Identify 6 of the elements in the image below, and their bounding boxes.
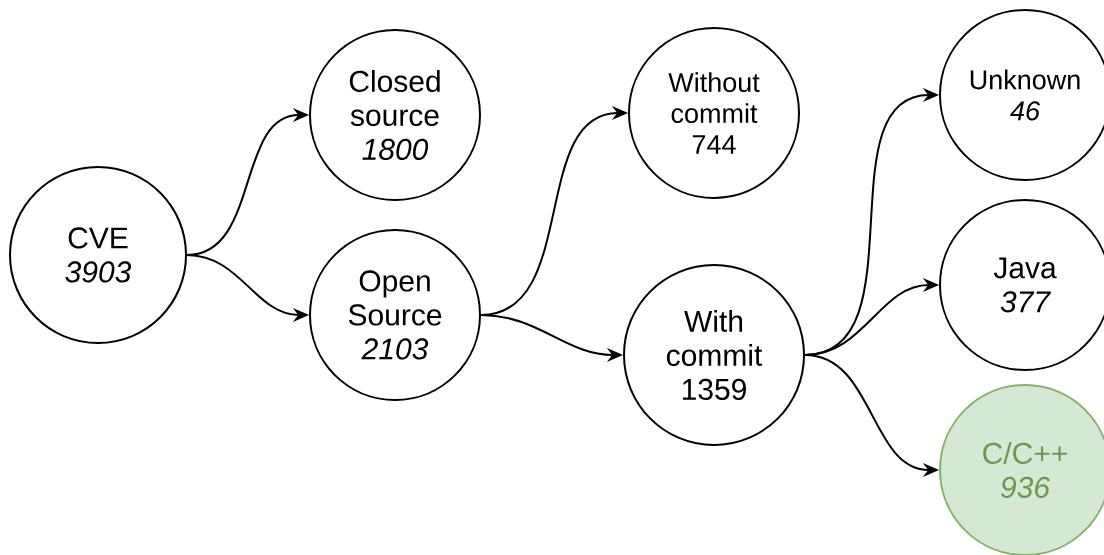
- circle-node: C/C++ 936: [939, 384, 1104, 555]
- circle-node: Closed source 1800: [309, 29, 481, 201]
- circle-node: Open Source 2103: [309, 229, 481, 401]
- circle-node: Without commit 744: [628, 27, 800, 199]
- circle-node: With commit 1359: [623, 264, 805, 446]
- circle-node: CVE 3903: [9, 166, 187, 344]
